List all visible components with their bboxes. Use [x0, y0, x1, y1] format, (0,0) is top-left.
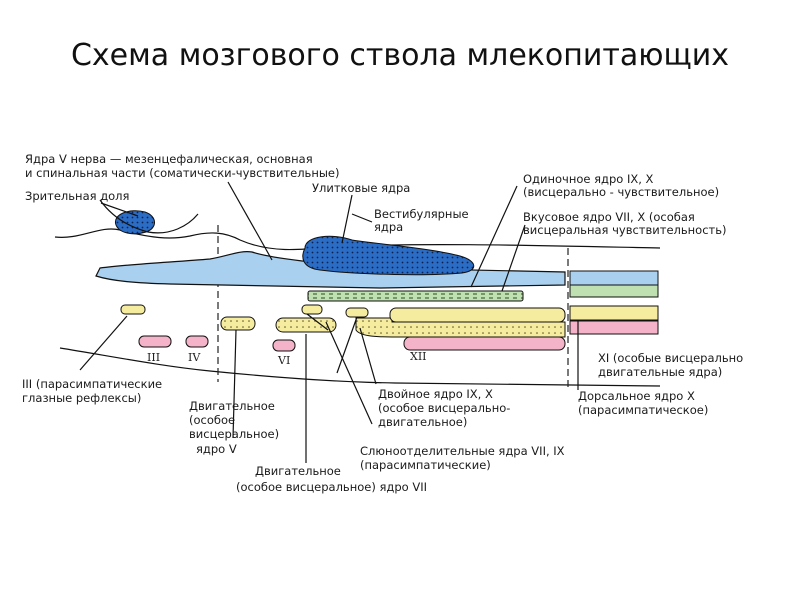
trigeminal-spinal-part — [569, 270, 659, 286]
label-motor-v-line2: (особое — [189, 413, 235, 427]
label-xi-line1: XI (особые висцерально — [598, 351, 743, 365]
label-dorsal-x-line2: (парасимпатическое) — [578, 403, 708, 417]
label-taste-line2: висцеральная чувствительность) — [523, 223, 727, 237]
numeral-vi: VI — [277, 354, 290, 367]
label-cochlear: Улитковые ядра — [312, 181, 410, 195]
label-iii-para-line2: глазные рефлексы) — [22, 391, 141, 405]
xi-nucleus — [569, 320, 659, 335]
dorsal-nucleus-x — [389, 307, 566, 323]
label-taste-line1: Вкусовое ядро VII, X (особая — [523, 210, 695, 224]
motor-nucleus-vii — [275, 317, 337, 333]
label-iii-para-line1: III (парасимпатические — [22, 377, 162, 391]
salivatory-nucleus-ix — [345, 307, 369, 318]
label-ambiguus-line2: (особое висцерально- — [378, 401, 510, 415]
label-ambiguus-line1: Двойное ядро IX, X — [378, 387, 493, 401]
iii-parasympathetic-nucleus — [120, 304, 146, 315]
salivatory-nucleus-vii — [301, 304, 323, 315]
label-salivatory-line1: Слюноотделительные ядра VII, IX — [360, 444, 565, 458]
label-motor-vii-line2: (особое висцеральное) ядро VII — [236, 480, 427, 494]
solitary-taste-column — [307, 290, 524, 302]
leader-lines — [79, 181, 579, 463]
visual-lobe — [114, 210, 155, 235]
nucleus-iii — [138, 335, 172, 348]
label-dorsal-x-line1: Дорсальное ядро X — [578, 389, 695, 403]
solitary-caudal-column — [569, 284, 659, 298]
label-ambiguus-line3: двигательное) — [378, 415, 467, 429]
label-salivatory-line2: (парасимпатические) — [360, 458, 491, 472]
label-trigeminal-line2: и спинальная части (соматически-чувствит… — [25, 166, 340, 180]
label-vestibular-line2: ядра — [374, 220, 403, 234]
dorsal-nucleus-x-caudal — [569, 305, 659, 321]
cochlear-nuclei — [302, 235, 475, 276]
label-visual-lobe: Зрительная доля — [25, 189, 129, 203]
label-motor-v-line3: висцеральное) — [189, 427, 279, 441]
numeral-xii: XII — [410, 350, 427, 363]
label-motor-vii-line1: Двигательное — [255, 464, 341, 478]
nucleus-xii — [403, 336, 566, 351]
nucleus-vi — [272, 339, 296, 352]
label-motor-v-line4: ядро V — [196, 442, 237, 456]
label-vestibular-line1: Вестибулярные — [374, 207, 469, 221]
nucleus-iv — [185, 335, 209, 348]
label-solitary-line2: (висцерально - чувствительное) — [523, 185, 719, 199]
brainstem-bottom-outline — [59, 347, 661, 387]
label-solitary-line1: Одиночное ядро IX, X — [523, 172, 654, 186]
labels: Ядра V нерва — мезенцефалическая, основн… — [22, 152, 743, 494]
numeral-iv: IV — [188, 351, 201, 364]
motor-nucleus-v — [220, 316, 256, 331]
label-motor-v-line1: Двигательное — [189, 399, 275, 413]
numeral-iii: III — [147, 351, 160, 364]
visual-lobe-outline — [99, 199, 199, 234]
label-trigeminal-line1: Ядра V нерва — мезенцефалическая, основн… — [25, 152, 313, 166]
label-xi-line2: двигательные ядра) — [598, 365, 722, 379]
slide-title: Схема мозгового ствола млекопитающих — [70, 38, 730, 73]
